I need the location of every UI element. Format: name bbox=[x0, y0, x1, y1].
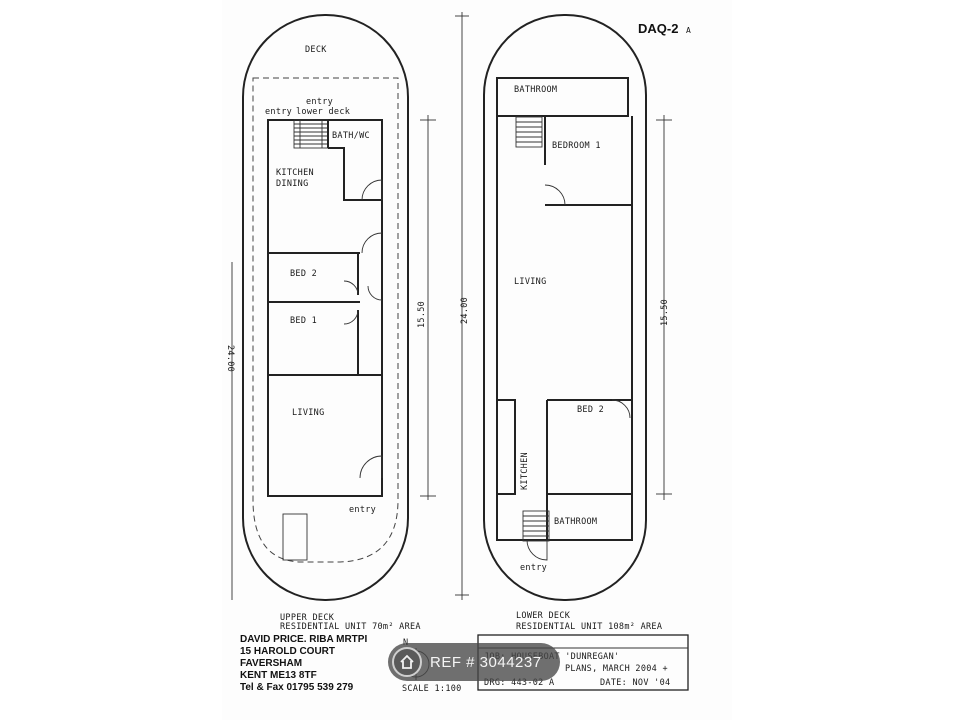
upper-hull-outline bbox=[242, 14, 409, 601]
deck-hatch bbox=[282, 513, 308, 561]
architect-name: DAVID PRICE. RIBA MRTPI bbox=[240, 634, 367, 645]
room-bed-1: BED 1 bbox=[290, 316, 317, 326]
drawing-number: DAQ-2 bbox=[638, 21, 678, 36]
entry-lower-label-1: entry bbox=[306, 97, 333, 107]
upper-deck-plan: DECK entry entry lower deck BATH/WC KITC… bbox=[225, 14, 436, 632]
lower-deck-plan: BATHROOM BEDROOM 1 LIVING BED 2 KITCHEN … bbox=[483, 14, 672, 632]
lower-entry-label: entry bbox=[520, 563, 547, 573]
living-door-swing bbox=[359, 455, 383, 479]
bedroom1-walls bbox=[544, 116, 632, 206]
upper-dim-text: 15.50 bbox=[417, 301, 427, 328]
bath-door-swing bbox=[361, 179, 383, 201]
upper-caption-1: UPPER DECK bbox=[280, 613, 335, 623]
deck-label: DECK bbox=[305, 45, 327, 55]
architect-address-3: KENT ME13 8TF bbox=[240, 670, 317, 681]
drawing-revision: A bbox=[686, 26, 691, 35]
room-living: LIVING bbox=[292, 408, 325, 418]
lower-caption-1: LOWER DECK bbox=[516, 611, 571, 621]
lower-top-stair bbox=[515, 116, 543, 148]
bedroom1-door-swing bbox=[544, 184, 566, 206]
architect-address-1: 15 HAROLD COURT bbox=[240, 646, 335, 657]
room-bed-2-lower: BED 2 bbox=[577, 405, 604, 415]
left-dim-text: 24.00 bbox=[225, 345, 235, 372]
bed-door-swings bbox=[343, 280, 359, 325]
architect-phone: Tel & Fax 01795 539 279 bbox=[240, 682, 354, 693]
entry-bottom-label: entry bbox=[349, 505, 376, 515]
room-kitchen: KITCHEN bbox=[276, 168, 314, 178]
lower-deck-footprint bbox=[252, 77, 399, 563]
lower-dim-line: 15.50 bbox=[656, 115, 672, 500]
entry-lower-label-2: lower deck bbox=[296, 107, 350, 117]
overall-dim-text: 24.00 bbox=[460, 297, 470, 324]
room-bath-wc: BATH/WC bbox=[332, 131, 370, 141]
left-dim-fragment: 24.00 bbox=[225, 262, 235, 600]
scale-label: SCALE 1:100 bbox=[402, 684, 462, 694]
home-logo-icon bbox=[392, 647, 422, 677]
architect-address-2: FAVERSHAM bbox=[240, 658, 302, 669]
room-bathroom-bottom: BATHROOM bbox=[554, 517, 597, 527]
ref-badge: REF # 3044237 bbox=[388, 643, 560, 681]
room-dining: DINING bbox=[276, 179, 309, 189]
lower-cabin-walls bbox=[496, 116, 633, 541]
drg-line: DRG: 443-02 A bbox=[484, 678, 554, 688]
lower-dim-text: 15.50 bbox=[660, 299, 670, 326]
architect-block: DAVID PRICE. RIBA MRTPI 15 HAROLD COURT … bbox=[240, 634, 367, 693]
lower-hull-outline bbox=[483, 14, 647, 601]
room-kitchen-lower: KITCHEN bbox=[520, 452, 530, 490]
bed2-door-swing bbox=[611, 399, 631, 419]
plans-line: PLANS, MARCH 2004 + bbox=[565, 664, 668, 674]
ref-number: REF # 3044237 bbox=[430, 653, 542, 671]
room-living-lower: LIVING bbox=[514, 277, 547, 287]
room-bed-2: BED 2 bbox=[290, 269, 317, 279]
upper-dim-line: 15.50 bbox=[417, 115, 436, 500]
entry-label: entry bbox=[265, 107, 292, 117]
room-bathroom-top: BATHROOM bbox=[514, 85, 557, 95]
top-bathroom bbox=[496, 77, 629, 117]
overall-dim-line: 24.00 bbox=[455, 12, 470, 600]
date-line: DATE: NOV '04 bbox=[600, 678, 670, 688]
upper-caption-2: RESIDENTIAL UNIT 70m² AREA bbox=[280, 622, 421, 632]
corridor-door-swing bbox=[361, 232, 383, 254]
lower-entry-door-swing bbox=[526, 539, 548, 561]
room-bedroom-1: BEDROOM 1 bbox=[552, 141, 601, 151]
lower-bottom-stair bbox=[522, 510, 550, 542]
upper-stair bbox=[293, 119, 329, 149]
lower-caption-2: RESIDENTIAL UNIT 108m² AREA bbox=[516, 622, 662, 632]
kitchen-counter bbox=[497, 399, 516, 495]
bath-wall bbox=[327, 120, 382, 201]
